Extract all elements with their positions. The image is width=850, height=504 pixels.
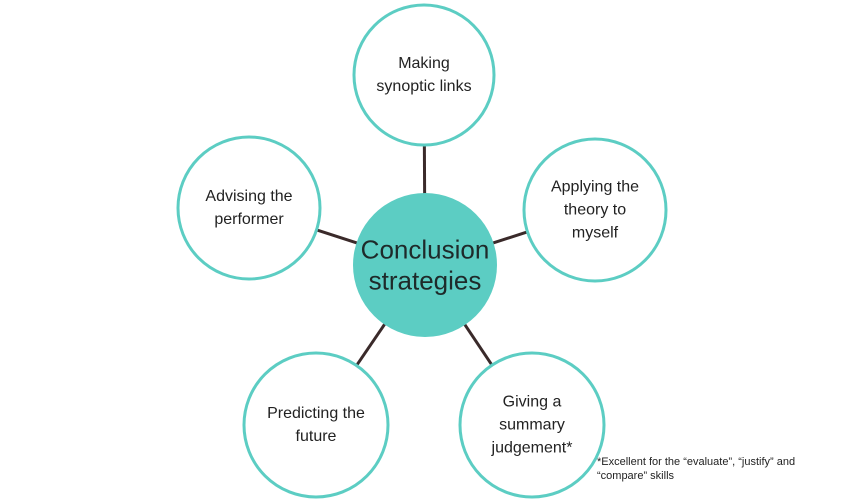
node-label-applying-the-theory-line-3: myself bbox=[572, 225, 619, 242]
node-label-making-synoptic-links-line-1: Making bbox=[398, 55, 450, 72]
node-making-synoptic-links: Making synoptic links bbox=[352, 3, 496, 147]
connector-predicting-the-future bbox=[355, 320, 388, 366]
node-circle-making-synoptic-links bbox=[352, 3, 496, 147]
node-giving-summary-judgement: Giving a summary judgement* bbox=[458, 351, 606, 499]
connector-advising-the-performer bbox=[317, 228, 361, 246]
node-label-giving-summary-judgement-line-3: judgement* bbox=[491, 440, 573, 457]
node-label-advising-the-performer-line-2: performer bbox=[214, 211, 284, 228]
node-label-applying-the-theory-line-2: theory to bbox=[564, 202, 626, 219]
central-circle bbox=[353, 193, 497, 337]
node-label-predicting-the-future-line-2: future bbox=[296, 428, 337, 445]
node-predicting-the-future: Predicting the future bbox=[242, 351, 390, 499]
node-applying-the-theory: Applying the theory to myself bbox=[522, 137, 668, 283]
footnote: *Excellent for the “evaluate”, “justify”… bbox=[597, 456, 796, 482]
node-circle-applying-the-theory bbox=[522, 137, 668, 283]
node-advising-the-performer: Advising the performer bbox=[176, 135, 322, 281]
connector-giving-summary-judgement bbox=[461, 320, 493, 366]
node-label-giving-summary-judgement-line-2: summary bbox=[499, 417, 565, 434]
central-label-line-1: Conclusion bbox=[361, 235, 490, 265]
node-circle-giving-summary-judgement bbox=[458, 351, 606, 499]
node-circle-predicting-the-future bbox=[242, 351, 390, 499]
node-circle-advising-the-performer bbox=[176, 135, 322, 281]
node-label-advising-the-performer-line-1: Advising the bbox=[205, 188, 292, 205]
node-label-predicting-the-future-line-1: Predicting the bbox=[267, 405, 365, 422]
connector-applying-the-theory bbox=[489, 230, 527, 246]
node-label-applying-the-theory-line-1: Applying the bbox=[551, 179, 639, 196]
connector-lines bbox=[317, 145, 527, 366]
central-label-line-2: strategies bbox=[369, 266, 482, 296]
node-label-giving-summary-judgement-line-1: Giving a bbox=[503, 394, 562, 411]
node-label-making-synoptic-links-line-2: synoptic links bbox=[376, 78, 471, 95]
